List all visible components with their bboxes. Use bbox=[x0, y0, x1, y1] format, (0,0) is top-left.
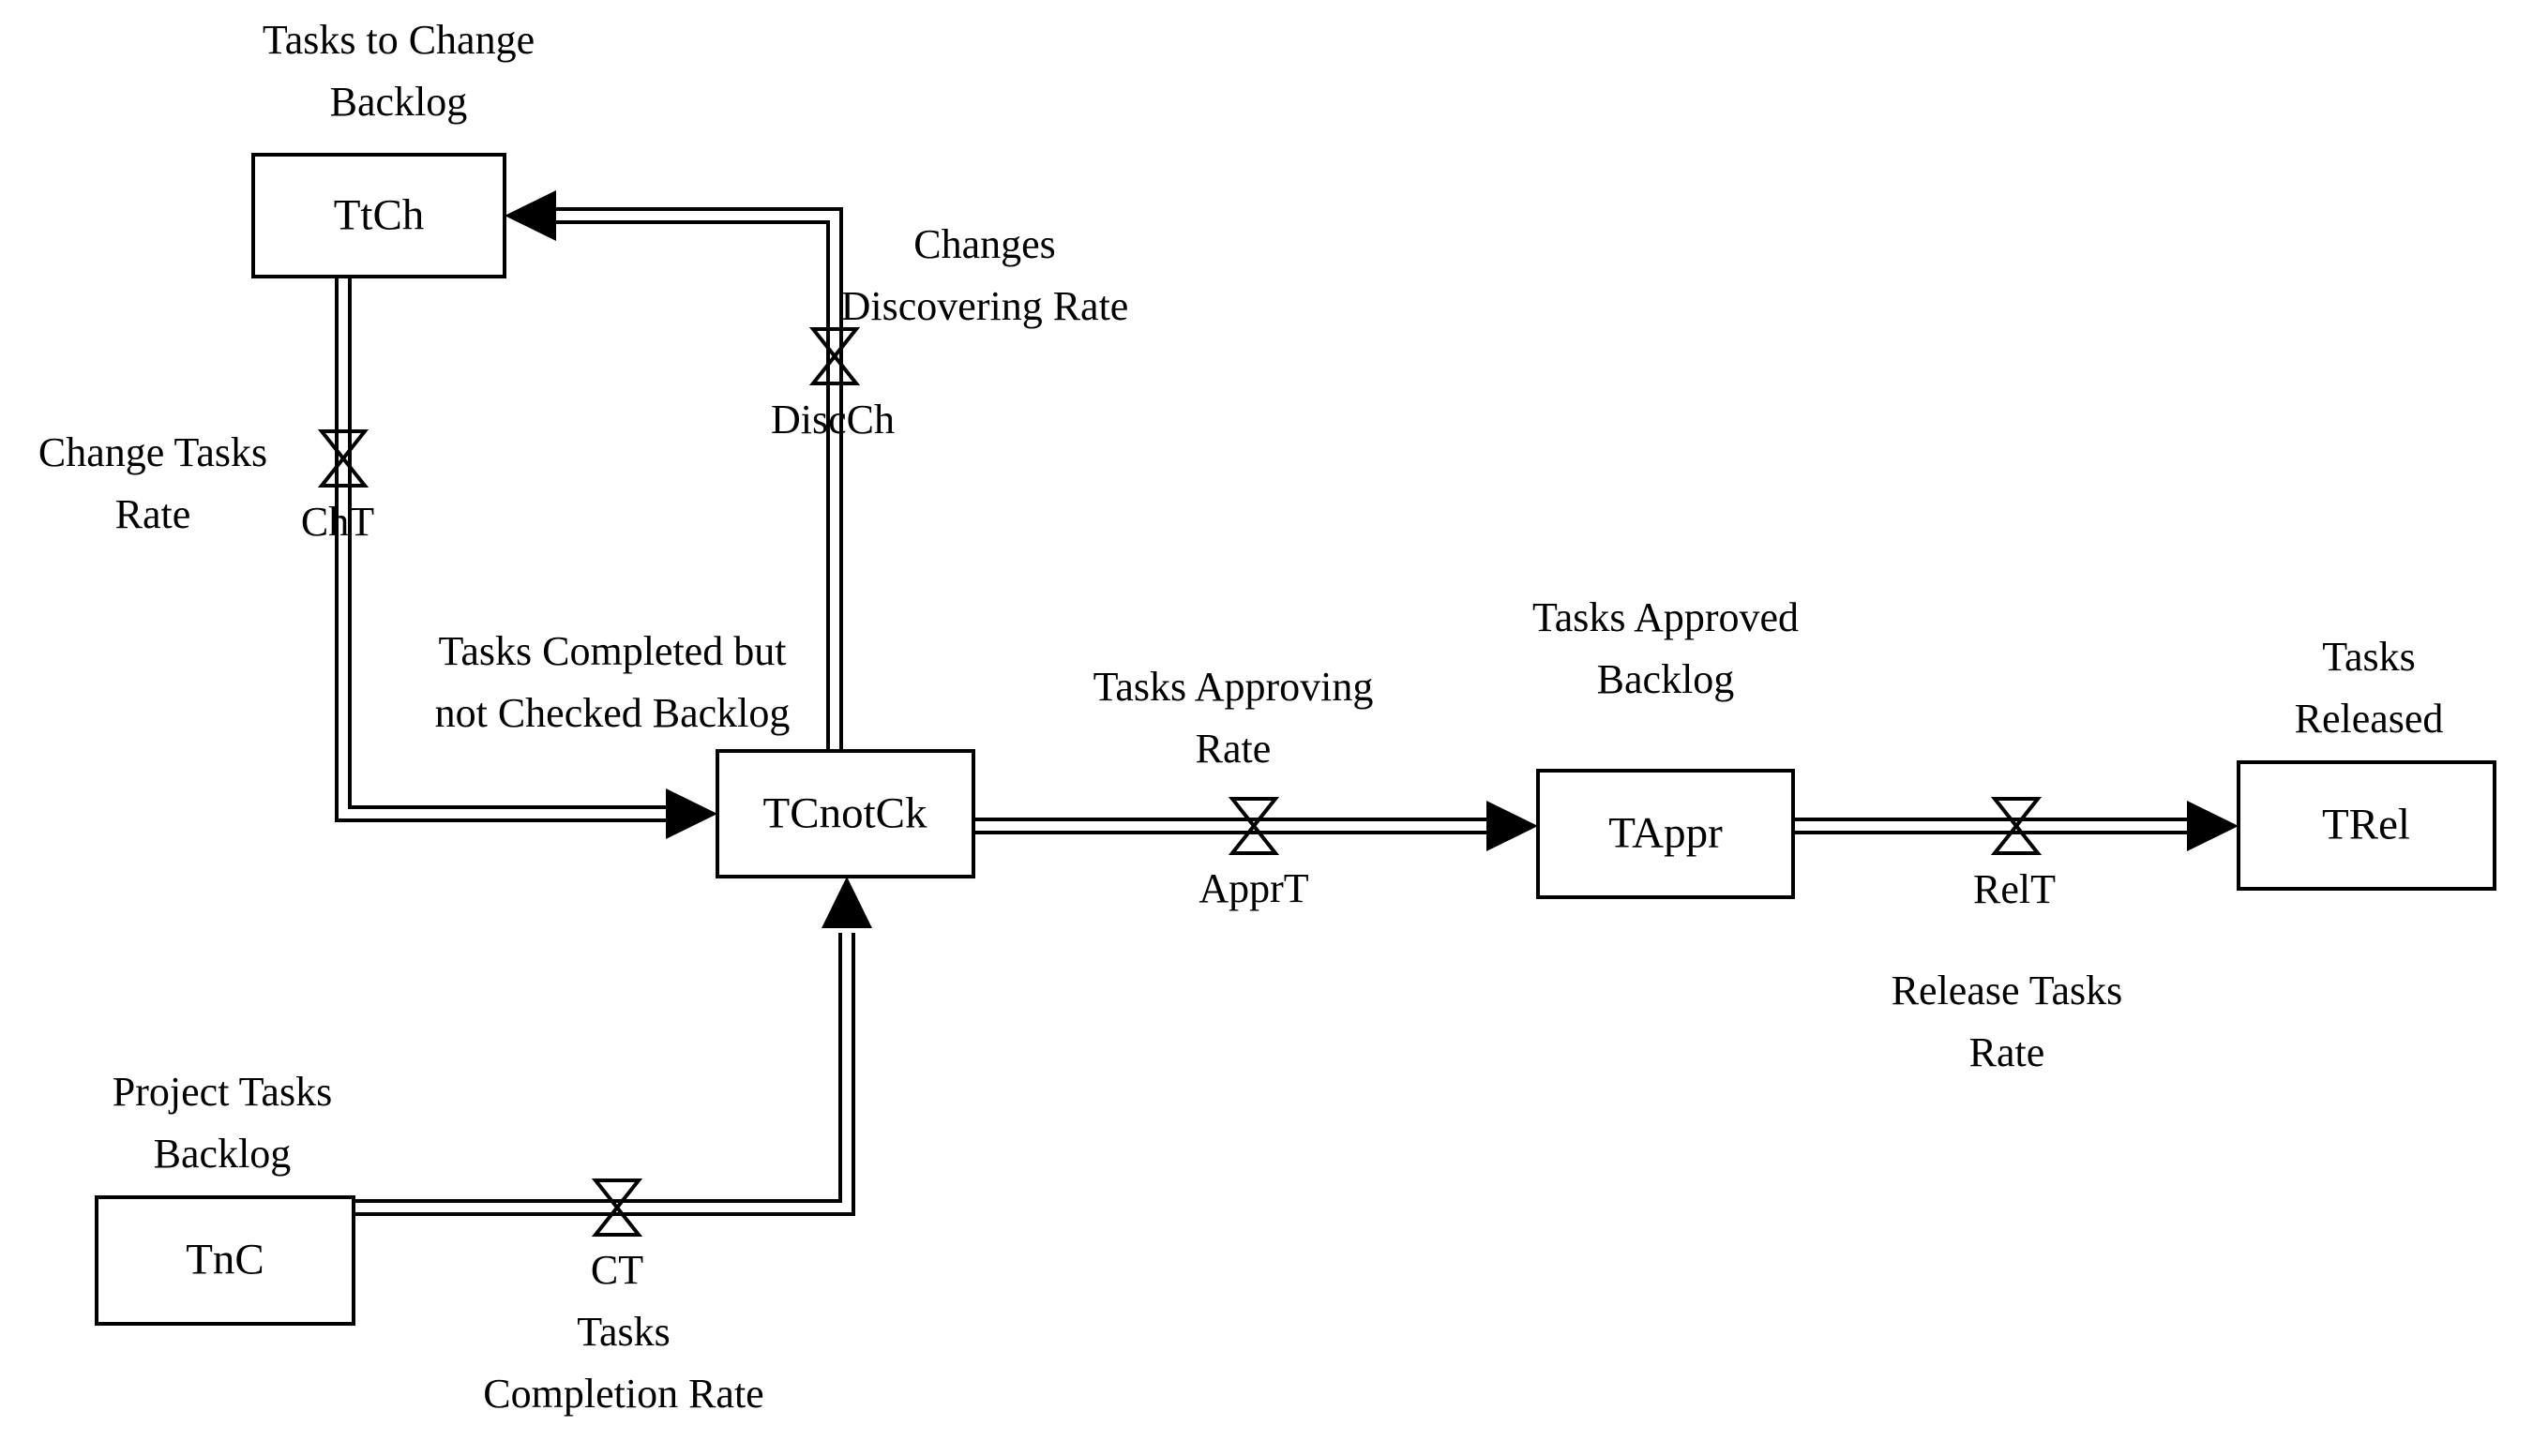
pipe-tasks-completion bbox=[354, 933, 855, 1216]
flow-ct-name: CT bbox=[590, 1247, 644, 1293]
valve-ct-icon bbox=[591, 1178, 643, 1237]
flow-discch-name: DiscCh bbox=[771, 397, 895, 443]
flow-cht-name: ChT bbox=[300, 499, 375, 545]
valve-discch-icon bbox=[808, 327, 861, 385]
valve-cht-icon bbox=[317, 429, 369, 488]
stock-boxes bbox=[95, 153, 2496, 1326]
flow-ct-label: Tasks Completion Rate bbox=[483, 1309, 764, 1417]
flow-relt-label: Release Tasks Rate bbox=[1891, 968, 2123, 1075]
stock-tappr-name: TAppr bbox=[1608, 808, 1723, 858]
valve-apprt-icon bbox=[1228, 797, 1280, 855]
stock-trel-box bbox=[2237, 760, 2496, 891]
stock-tnc-box bbox=[95, 1195, 355, 1326]
stock-trel-name: TRel bbox=[2322, 800, 2410, 849]
arrow-into-tcnotck-bottom-icon bbox=[822, 877, 872, 928]
stock-tcnotck-name: TCnotCk bbox=[762, 788, 927, 838]
stock-tcnotck-label: Tasks Completed but not Checked Backlog bbox=[434, 628, 791, 736]
valve-relt-icon bbox=[1990, 797, 2043, 855]
stock-tappr-box bbox=[1536, 769, 1795, 899]
arrow-into-ttch-right-icon bbox=[505, 190, 556, 241]
flow-relt-name: RelT bbox=[1973, 866, 2056, 912]
arrow-into-tappr-left-icon bbox=[1486, 801, 1538, 851]
stock-tnc-label: Project Tasks Backlog bbox=[112, 1069, 333, 1177]
stock-ttch-name: TtCh bbox=[333, 190, 425, 240]
flow-discch-label: Changes Discovering Rate bbox=[840, 221, 1129, 329]
stock-tnc-name: TnC bbox=[186, 1235, 264, 1284]
flow-cht-label: Change Tasks Rate bbox=[38, 429, 268, 537]
flow-valves bbox=[317, 327, 2043, 1237]
pipe-tasks-completion-core bbox=[354, 933, 852, 1212]
stock-trel-label: Tasks Released bbox=[2294, 634, 2444, 742]
arrow-into-trel-left-icon bbox=[2187, 801, 2239, 851]
flow-apprt-name: ApprT bbox=[1199, 865, 1309, 911]
arrow-into-tcnotck-left-icon bbox=[666, 788, 717, 839]
flow-arrowheads bbox=[505, 190, 2239, 928]
stock-ttch-label: Tasks to Change Backlog bbox=[262, 17, 535, 125]
stock-tappr-label: Tasks Approved Backlog bbox=[1531, 594, 1800, 702]
pipe-changes-discovering-core bbox=[553, 211, 839, 751]
flow-apprt-label: Tasks Approving Rate bbox=[1093, 664, 1374, 772]
